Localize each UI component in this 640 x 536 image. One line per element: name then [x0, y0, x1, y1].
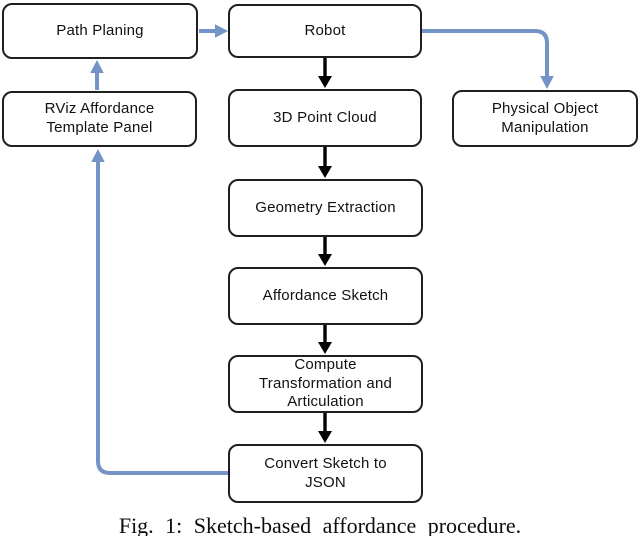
arrowhead-geometry-extraction-to-affordance-sketch [318, 254, 332, 266]
arrowhead-robot-to-physical-object [540, 76, 554, 89]
node-point-cloud: 3D Point Cloud [228, 89, 422, 147]
arrowhead-robot-to-point-cloud [318, 76, 332, 88]
node-affordance-sketch: Affordance Sketch [228, 267, 423, 325]
node-compute-transformation: Compute Transformation and Articulation [228, 355, 423, 413]
node-physical-object: Physical Object Manipulation [452, 90, 638, 147]
node-affordance-sketch-label: Affordance Sketch [262, 286, 389, 304]
node-physical-object-label: Physical Object Manipulation [491, 99, 599, 136]
node-robot-label: Robot [304, 21, 346, 39]
node-rviz-panel: RViz Affordance Template Panel [2, 91, 197, 147]
arrowhead-rviz-panel-to-path-planning [90, 60, 104, 73]
arrowhead-compute-transformation-to-convert-json [318, 431, 332, 443]
arrowhead-point-cloud-to-geometry-extraction [318, 166, 332, 178]
node-convert-json-label: Convert Sketch to JSON [264, 454, 387, 491]
node-point-cloud-label: 3D Point Cloud [273, 108, 377, 126]
node-rviz-panel-label: RViz Affordance Template Panel [44, 100, 155, 136]
figure-caption: Fig. 1: Sketch-based affordance procedur… [118, 513, 522, 536]
arrowhead-convert-json-to-rviz-panel [91, 149, 105, 162]
node-geometry-extraction-label: Geometry Extraction [255, 198, 396, 216]
arrowhead-affordance-sketch-to-compute-transformation [318, 342, 332, 354]
node-robot: Robot [228, 4, 422, 58]
arrowhead-path-planning-to-robot [215, 24, 228, 38]
node-convert-json: Convert Sketch to JSON [228, 444, 423, 503]
node-path-planning: Path Planing [2, 3, 198, 59]
edge-convert-json-to-rviz-panel [96, 161, 228, 475]
node-path-planning-label: Path Planing [56, 21, 144, 39]
edge-robot-to-physical-object [422, 29, 549, 77]
node-compute-transformation-label: Compute Transformation and Articulation [258, 355, 393, 411]
node-geometry-extraction: Geometry Extraction [228, 179, 423, 237]
